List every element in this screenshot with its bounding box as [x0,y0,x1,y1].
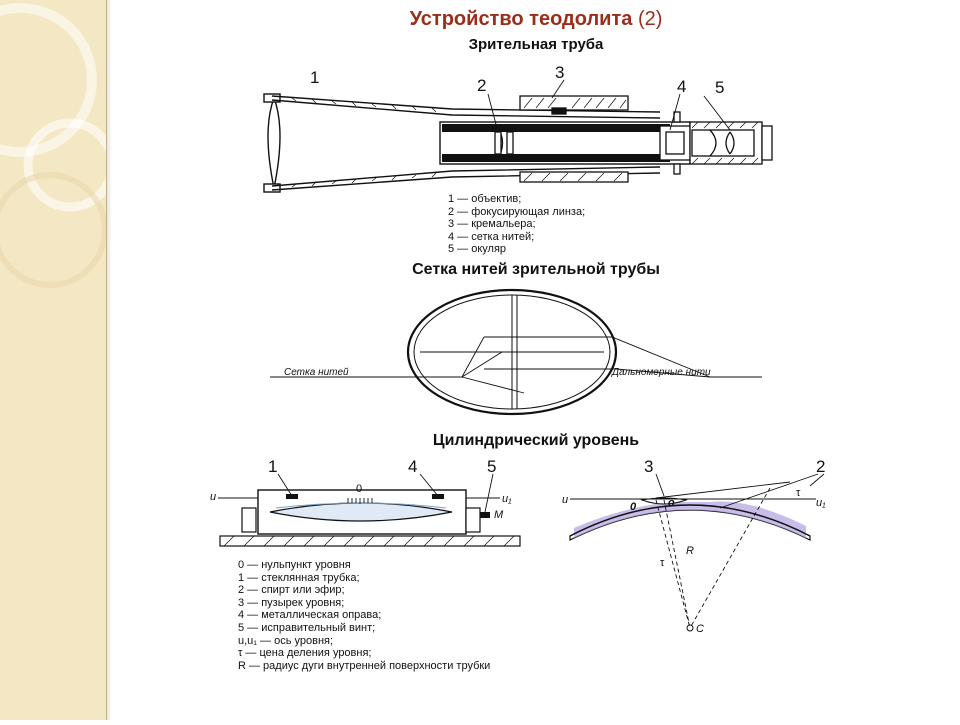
reticle-label-right: Дальномерные нити [611,367,711,378]
level-scale [347,498,373,504]
geometry-callout-3: 3 [644,457,653,476]
legend-item: R — радиус дуги внутренней поверхности т… [238,659,491,672]
radius-lines [655,487,771,629]
legend-item: 1 — стеклянная трубка; [238,571,360,584]
objective-cap-top [263,93,281,103]
geometry-o: o [668,497,675,509]
decorative-circles [0,3,117,288]
legend-item: τ — цена деления уровня; [238,647,372,660]
reticle-leaders [270,336,762,394]
rack-and-pinion [519,95,629,183]
barrel-hatching [291,97,437,188]
level-callout-1: 1 [268,457,277,476]
legend-item: 3 — кремальера; [448,218,536,231]
level-base [219,535,521,547]
geometry-zero-bold: 0 [630,501,637,513]
geometry-label-C: C [696,623,704,635]
reticle-circle [406,288,618,416]
legend-item: 2 — фокусирующая линза; [448,205,586,218]
reticle-subtitle: Сетка нитей зрительной трубы [412,261,660,278]
level-side-view: u u₁ 0 M [210,457,521,547]
legend-item: 3 — пузырек уровня; [238,596,345,609]
telescope-callout-4: 4 [677,77,686,96]
level-zero-mark: 0 [356,483,362,495]
geometry-callout-2: 2 [816,457,825,476]
base-hatching [223,535,515,547]
geometry-label-R: R [686,545,694,557]
legend-item: 2 — спирт или эфир; [238,584,345,597]
geometry-axis-u: u [562,494,568,506]
eyepiece-hatching [691,121,759,165]
level-axis-u1: u₁ [502,493,512,505]
legend-item: 5 — окуляр [448,243,507,256]
geometry-leaders [655,473,825,509]
legend-item: 0 — нульпункт уровня [238,559,351,571]
focusing-tube-wall-top [442,124,670,132]
vial-arc [569,504,811,537]
reticle-diagram: Сетка нитей Дальномерные нити [270,288,762,416]
telescope-callout-2: 2 [477,76,486,95]
level-subtitle: Цилиндрический уровень [432,432,640,449]
legend-item: u,u₁ — ось уровня; [238,634,334,647]
level-legend: 0 — нульпункт уровня 1 — стеклянная труб… [238,559,490,672]
geometry-axis-u1: u₁ [816,497,826,509]
geometry-tau-bottom: τ [660,557,665,569]
level-label-M: M [494,509,504,521]
level-vial [269,502,453,522]
geometry-tau-top: τ [796,487,801,499]
slide-edge-shadow [106,0,112,720]
slide-title-number: (2) [637,8,663,30]
telescope-subtitle: Зрительная труба [468,36,604,53]
legend-item: 1 — объектив; [448,193,522,205]
telescope-leaders [487,79,731,133]
level-geometry-view: u u₁ τ 0 o C R τ 3 2 [562,457,826,635]
telescope-callout-1: 1 [310,68,319,87]
legend-item: 4 — сетка нитей; [448,230,535,243]
reticle-threads [420,295,604,409]
focusing-tube-wall-bottom [442,154,670,162]
level-callout-5: 5 [487,457,496,476]
slide-title: Устройство теодолита (2) [112,8,960,31]
level-clip-right [432,494,444,499]
level-leaders [277,473,494,513]
telescope-callout-3: 3 [555,63,564,82]
level-clip-left [286,494,298,499]
slide-content: Устройство теодолита (2) Зрительная труб… [112,0,960,720]
legend-item: 5 — исправительный винт; [238,621,376,634]
reticle-label-left: Сетка нитей [284,367,349,378]
liquid-fill [574,501,806,538]
rack-hatching [523,97,627,182]
telescope-diagram: 1 2 3 4 5 [263,63,773,193]
legend-item: 4 — металлическая оправа; [238,609,382,622]
objective-cap-bottom [263,183,281,193]
center-point [686,624,694,632]
barrel-outer-top [271,95,661,113]
telescope-legend: 1 — объектив; 2 — фокусирующая линза; 3 … [448,193,585,256]
objective-lens-front [273,97,281,189]
level-callout-4: 4 [408,457,417,476]
telescope-callout-5: 5 [715,78,724,97]
level-axis-u: u [210,491,216,503]
decorative-side-band [0,0,117,720]
adjusting-screw [480,512,490,518]
slide-title-main: Устройство теодолита [409,8,633,30]
eyepiece-assembly [659,111,773,175]
